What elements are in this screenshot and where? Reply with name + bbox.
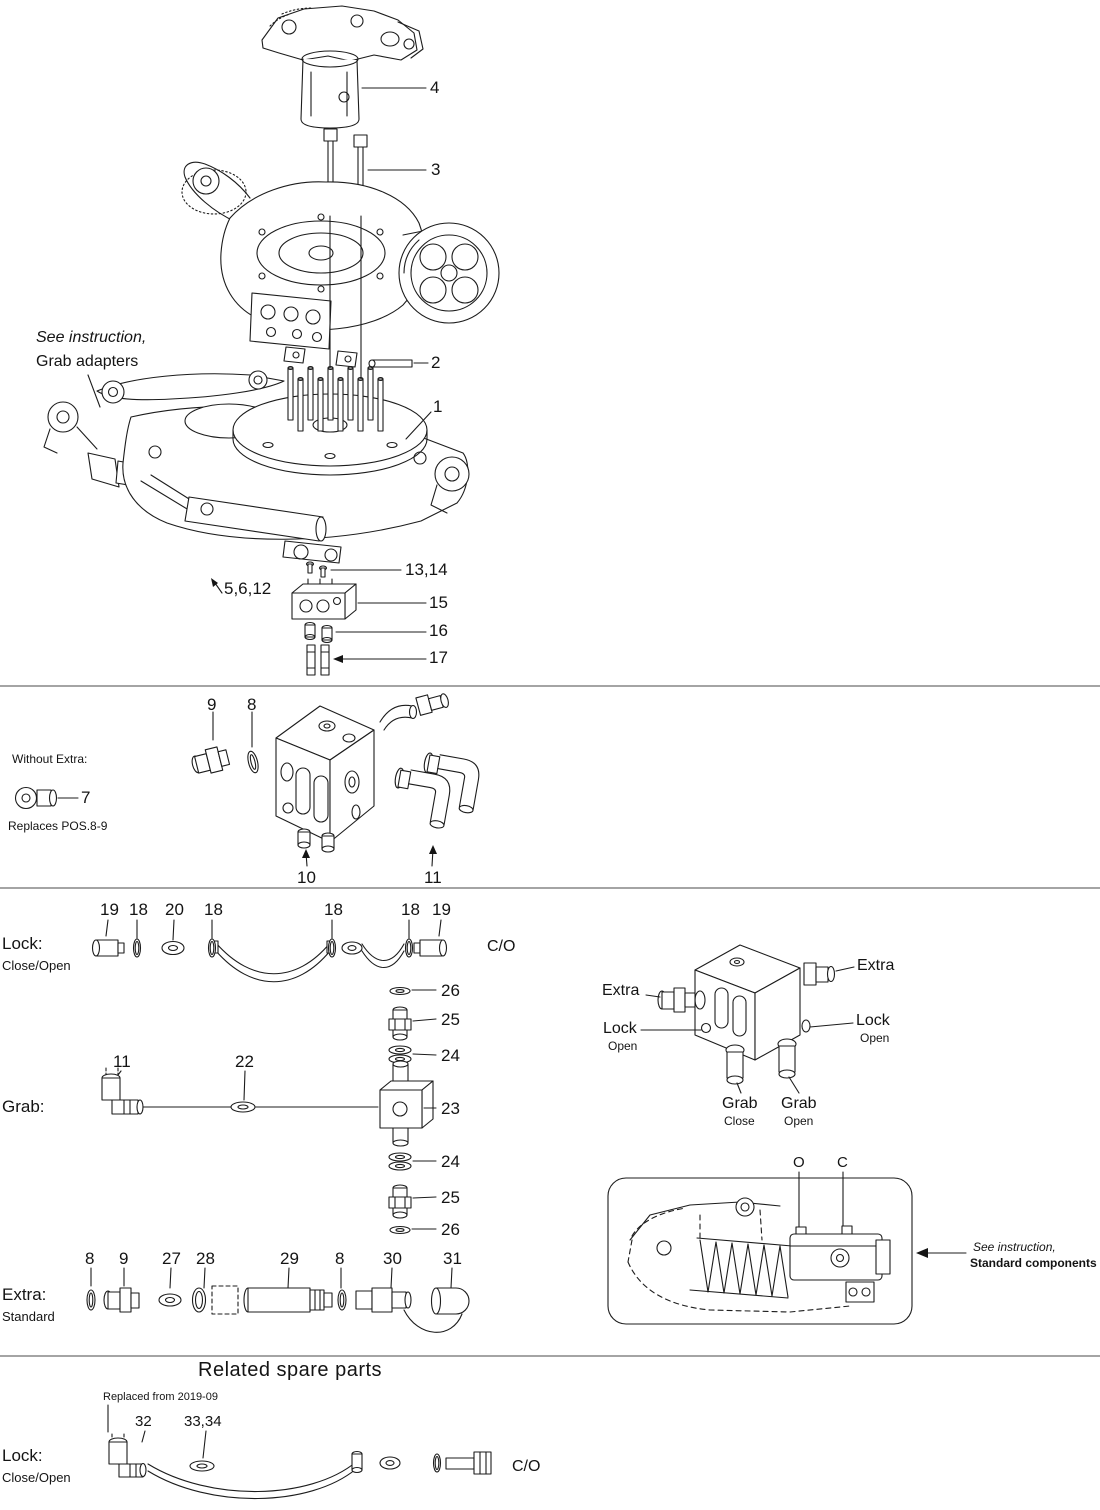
port-grab-close: Grab [722,1095,758,1112]
valve-detail-drawing [14,693,480,867]
note-leader-line [87,374,101,408]
fittings-16-drawing [304,621,333,644]
callout-26b: 26 [441,1220,460,1239]
extra-row-sublabel: Standard [2,1309,55,1324]
stud-bolts-drawing [287,365,384,432]
callout-19b: 19 [432,900,451,919]
lock-row-label: Lock: [2,934,43,953]
note-see-instruction: See instruction, [36,329,147,346]
callout-32: 32 [135,1413,152,1430]
callout-8c: 8 [335,1249,345,1268]
grab-row-label: Grab: [2,1097,45,1116]
adapter-plate-drawing [232,365,428,476]
stud-axis-lines [329,215,362,393]
tubes-17-drawing [306,644,330,676]
callout-33-34: 33,34 [184,1413,222,1430]
note-see-instruction-2: See instruction, [973,1240,1056,1254]
callout-18c: 18 [324,900,343,919]
spares-lock-sublabel: Close/Open [2,1470,71,1485]
callout-2: 2 [431,353,441,372]
port-extra-right: Extra [857,957,895,974]
port-lock-left-sub: Open [608,1039,638,1053]
extra-row-label: Extra: [2,1285,47,1304]
callout-13-14: 13,14 [405,560,448,579]
port-lock-right-sub: Open [860,1031,890,1045]
callout-3: 3 [431,160,441,179]
port-grab-close-sub: Close [724,1114,755,1128]
callout-24b: 24 [441,1152,460,1171]
control-block-15-drawing [291,578,357,620]
callout-1: 1 [433,397,443,416]
callout-19a: 19 [100,900,119,919]
callout-7: 7 [81,788,91,807]
port-grab-open-sub: Open [784,1114,814,1128]
callout-8b: 8 [85,1249,95,1268]
callout-10: 10 [297,868,316,887]
lock-hose-drawing [91,919,448,983]
callout-18b: 18 [204,900,223,919]
callout-31: 31 [443,1249,462,1268]
spares-co: C/O [512,1458,541,1475]
spares-lock-label: Lock: [2,1446,43,1465]
callout-11: 11 [424,868,442,887]
note-standard-components: Standard components [970,1256,1097,1270]
callout-27: 27 [162,1249,181,1268]
without-extra-note: Without Extra: [12,752,88,766]
note-grab-adapters: Grab adapters [36,353,139,370]
cylinder-c-label: C [837,1154,848,1171]
callout-5-6-12: 5,6,12 [224,579,272,598]
callout-4: 4 [430,78,440,97]
cylinder-box-drawing [607,1171,967,1325]
callout-20: 20 [165,900,184,919]
callout-18a: 18 [129,900,148,919]
callout-arrow-5-6-12 [211,578,223,594]
port-lock-right: Lock [856,1012,890,1029]
screws-13-14-drawing [305,561,328,578]
port-lock-left: Lock [603,1020,637,1037]
callout-29: 29 [280,1249,299,1268]
callout-arrow-17 [333,655,427,663]
port-grab-open: Grab [781,1095,817,1112]
swivel-head-drawing [261,5,424,129]
callout-26a: 26 [441,981,460,1000]
grab-hose-drawing [101,986,437,1235]
callout-18d: 18 [401,900,420,919]
cylinder-o-label: O [793,1154,805,1171]
callout-9: 9 [207,695,217,714]
callout-25b: 25 [441,1188,460,1207]
rotator-body-drawing [181,161,500,368]
callout-9b: 9 [119,1249,129,1268]
replaces-note: Replaces POS.8-9 [8,819,108,833]
callout-24a: 24 [441,1046,460,1065]
callout-25a: 25 [441,1010,460,1029]
callout-22: 22 [235,1052,254,1071]
callout-8: 8 [247,695,257,714]
section-dividers [0,685,1100,1357]
port-extra-left: Extra [602,982,640,999]
spares-replaced-note: Replaced from 2019-09 [103,1391,218,1403]
lock-row-co: C/O [487,938,516,955]
callout-17: 17 [429,648,448,667]
callout-16: 16 [429,621,448,640]
callout-28: 28 [196,1249,215,1268]
callout-23: 23 [441,1099,460,1118]
pin-2-drawing [368,359,413,368]
extra-hose-drawing [86,1267,470,1333]
callout-30: 30 [383,1249,402,1268]
port-valve-drawing [640,944,855,1094]
spares-title: Related spare parts [198,1359,383,1381]
spare-hose-drawing [107,1404,492,1500]
callout-11b: 11 [113,1052,131,1071]
grab-adapter-frame-drawing [43,370,470,564]
callout-15: 15 [429,593,448,612]
lock-row-sublabel: Close/Open [2,958,71,973]
callout-line-1 [405,411,432,440]
